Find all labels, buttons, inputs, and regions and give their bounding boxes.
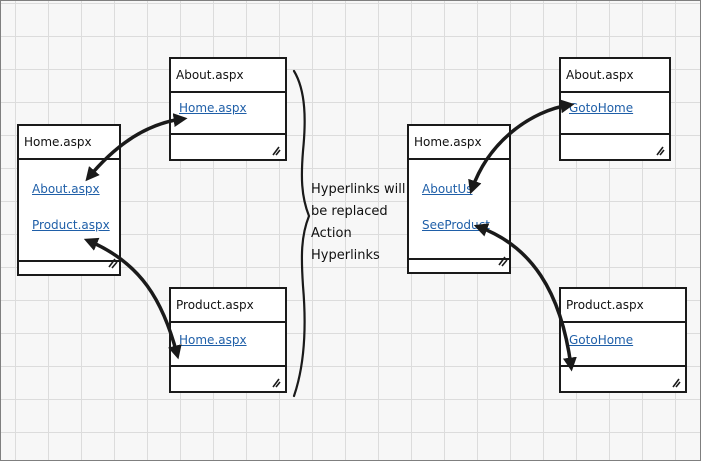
left-home-about-link[interactable]: About.aspx — [32, 182, 100, 196]
right-about-gotohome-link[interactable]: GotoHome — [569, 101, 634, 115]
left-home-page-box: Home.aspx About.aspx Product.aspx — [17, 124, 121, 276]
note-line: Hyperlinks — [311, 248, 380, 263]
left-product-home-link[interactable]: Home.aspx — [179, 333, 247, 347]
right-about-page-body: GotoHome — [561, 93, 669, 135]
note-line: Action — [311, 226, 352, 241]
right-home-aboutus-link[interactable]: AboutUs — [422, 182, 473, 196]
left-about-page-box: About.aspx Home.aspx — [169, 57, 287, 161]
left-about-home-link[interactable]: Home.aspx — [179, 101, 247, 115]
right-about-page-footer — [561, 135, 669, 159]
left-product-page-footer — [171, 367, 285, 391]
right-product-page-title: Product.aspx — [561, 289, 685, 323]
resize-grip-icon — [672, 378, 681, 388]
right-product-page-footer — [561, 367, 685, 391]
left-product-page-title: Product.aspx — [171, 289, 285, 323]
right-home-page-footer — [409, 260, 509, 272]
right-home-page-title: Home.aspx — [409, 126, 509, 160]
left-about-page-footer — [171, 135, 285, 159]
left-home-product-link[interactable]: Product.aspx — [32, 218, 110, 232]
resize-grip-icon — [272, 146, 281, 156]
resize-grip-icon — [272, 378, 281, 388]
right-home-seeproduct-link[interactable]: SeeProduct — [422, 218, 490, 232]
right-about-page-title: About.aspx — [561, 59, 669, 93]
left-about-page-title: About.aspx — [171, 59, 285, 93]
right-home-page-box: Home.aspx AboutUs SeeProduct — [407, 124, 511, 274]
note-line: be replaced — [311, 204, 388, 219]
right-product-gotohome-link[interactable]: GotoHome — [569, 333, 634, 347]
right-product-page-box: Product.aspx GotoHome — [559, 287, 687, 393]
resize-grip-icon — [656, 146, 665, 156]
left-home-page-footer — [19, 262, 119, 274]
right-curly-brace-icon — [292, 69, 311, 398]
right-product-page-body: GotoHome — [561, 323, 685, 367]
left-about-page-body: Home.aspx — [171, 93, 285, 135]
right-about-page-box: About.aspx GotoHome — [559, 57, 671, 161]
left-home-page-body: About.aspx Product.aspx — [19, 160, 119, 262]
left-home-page-title: Home.aspx — [19, 126, 119, 160]
note-line: Hyperlinks will — [311, 182, 406, 197]
right-home-page-body: AboutUs SeeProduct — [409, 160, 509, 260]
replacement-note: Hyperlinks will be replaced Action Hyper… — [311, 179, 406, 267]
left-product-page-body: Home.aspx — [171, 323, 285, 367]
left-product-page-box: Product.aspx Home.aspx — [169, 287, 287, 393]
